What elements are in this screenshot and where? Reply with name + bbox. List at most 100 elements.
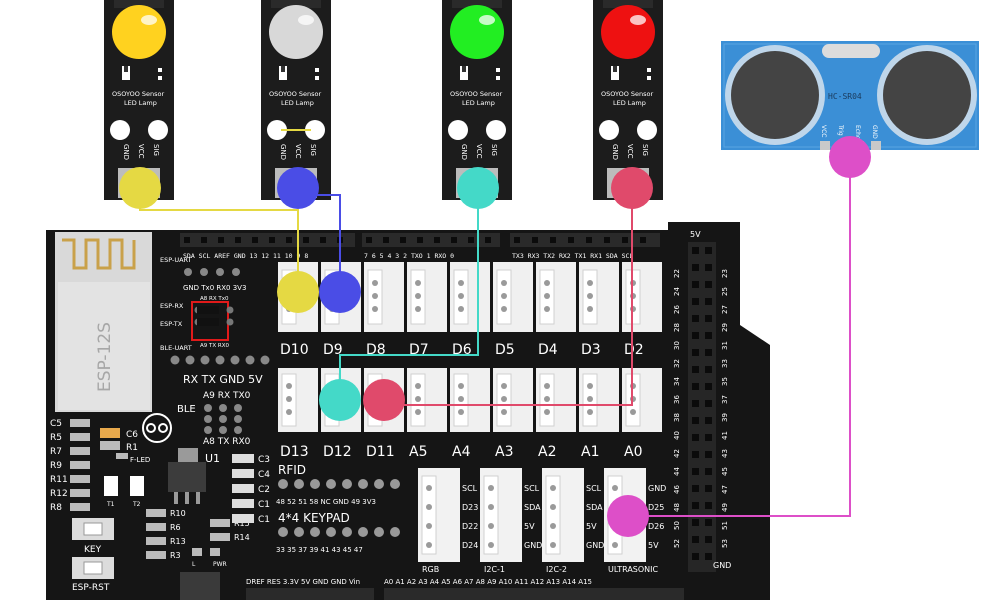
r1-label: R1 (126, 443, 138, 453)
module-pin-label: 5V (524, 522, 535, 531)
led-lamp (269, 5, 323, 59)
header-pin (705, 553, 712, 560)
right-pin-number: 47 (721, 485, 729, 494)
module-text: OSOYOO Sensor (450, 90, 503, 98)
top-header-right-label: TX3 RX3 TX2 RX2 TX1 RX1 SDA SCL (512, 252, 633, 260)
header-pin (705, 264, 712, 271)
module-pin-label: D26 (648, 522, 664, 531)
module-pin-label: SCL (586, 484, 602, 493)
ultrasonic-pin (871, 141, 881, 150)
led-lamp (112, 5, 166, 59)
digital-pin-label: D12 (323, 444, 352, 460)
c6-capacitor (100, 428, 120, 438)
wire-cyan (339, 188, 479, 400)
keypad-pin (342, 527, 352, 537)
component-part (146, 509, 166, 517)
header-pin (184, 237, 190, 243)
header-pin (705, 468, 712, 475)
ble-pin (245, 355, 255, 365)
right-pin-number: 30 (673, 341, 681, 350)
jumper-pin (226, 318, 234, 326)
component-part (210, 519, 230, 527)
header-pin (705, 366, 712, 373)
header-pin (692, 332, 699, 339)
rfid-pin (294, 479, 304, 489)
module-pin-label: SCL (524, 484, 540, 493)
t1-label: T1 (106, 501, 115, 508)
keypad-pins-label: 33 35 37 39 41 43 45 47 (276, 546, 363, 554)
header-pin (400, 237, 406, 243)
ble-label: BLE (177, 404, 196, 415)
dot-blue-module (277, 167, 319, 209)
component-label: R10 (170, 509, 186, 518)
top-header-mid-label: 7 6 5 4 3 2 TXO 1 RXO 0 (364, 252, 454, 260)
module-title: RGB (422, 565, 439, 574)
dot-blue-d9 (319, 271, 361, 313)
module-pin-label: GND (122, 144, 130, 160)
header-pin (705, 281, 712, 288)
module-title: I2C-2 (546, 565, 567, 574)
module-pin-label: VCC (137, 144, 145, 159)
module-text: OSOYOO Sensor (269, 90, 322, 98)
rfid-label: RFID (278, 463, 306, 477)
module-pin-label: D25 (648, 503, 664, 512)
module-pin-label: VCC (294, 144, 302, 159)
component-part (70, 489, 90, 497)
ble-pin (200, 355, 210, 365)
module-pin-label: D23 (462, 503, 478, 512)
right-pin-number: 49 (721, 503, 729, 512)
dot-magenta-ultrasonic (607, 495, 649, 537)
header-pin (692, 519, 699, 526)
analog-header-label: A0 A1 A2 A3 A4 A5 A6 A7 A8 A9 A10 A11 A1… (384, 578, 592, 586)
module-pin-label: SDA (524, 503, 541, 512)
rfid-pin (278, 479, 288, 489)
module-pin-label: D22 (462, 522, 478, 531)
component-part (70, 503, 90, 511)
header-pin (235, 237, 241, 243)
header-pin (705, 349, 712, 356)
module-text: LED Lamp (613, 99, 646, 107)
header-pin (705, 400, 712, 407)
ble-pin (185, 355, 195, 365)
module-pin-label: VCC (475, 144, 483, 159)
rfid-pin (310, 479, 320, 489)
header-pin (692, 315, 699, 322)
component-label: C2 (258, 485, 270, 495)
digital-pin-label: A0 (624, 444, 642, 460)
header-pin (451, 237, 457, 243)
ultrasonic-pin-label: VCC (820, 125, 827, 137)
pwr-label: PWR (213, 561, 227, 568)
right-pin-number: 45 (721, 467, 729, 476)
osoyoo-logo (142, 413, 172, 443)
right-pin-number: 53 (721, 539, 729, 548)
f-led-label: F-LED (130, 456, 150, 464)
jumper-cap (197, 306, 219, 314)
header-pin (692, 451, 699, 458)
right-pin-number: 43 (721, 449, 729, 458)
component-label: R8 (50, 503, 62, 513)
ble-grid-pin (234, 415, 242, 423)
module-text: LED Lamp (124, 99, 157, 107)
bottom-header-label: DREF RES 3.3V 5V GND GND Vin (246, 578, 360, 586)
component-part (70, 461, 90, 469)
led-lamp (450, 5, 504, 59)
digital-pin-label: D4 (538, 342, 558, 358)
right-pin-number: 52 (673, 539, 681, 548)
digital-pin-label: D2 (624, 342, 644, 358)
module-title: I2C-1 (484, 565, 505, 574)
component-label: C3 (258, 455, 270, 465)
right-pin-number: 35 (721, 377, 729, 386)
capacitor (232, 484, 254, 493)
header-pin (705, 383, 712, 390)
header-pin (568, 237, 574, 243)
uart-pin (184, 268, 192, 276)
component-label: R6 (170, 523, 181, 532)
module-pin-label: GND (611, 144, 619, 160)
crystal (822, 44, 880, 58)
a9-tx-rx0-label: A9 TX RX0 (200, 343, 229, 349)
ultrasonic-pin (820, 141, 830, 150)
top-header-left: SDA SCL AREF GND 13 12 11 10 9 8 (180, 233, 355, 260)
